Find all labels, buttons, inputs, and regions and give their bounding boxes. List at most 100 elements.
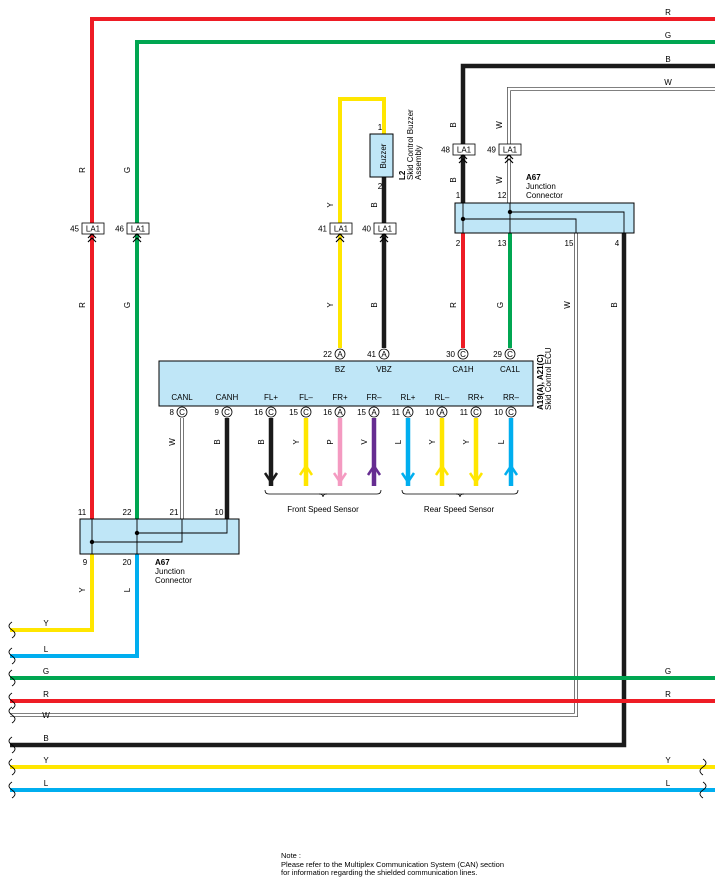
wire-color-label: B (370, 202, 379, 207)
harness-break-icon (8, 647, 16, 665)
front-sensor-bracket (264, 489, 382, 495)
wire-color-label: G (496, 302, 505, 308)
ecu-pin-conn: C (460, 350, 466, 359)
la1-connector: LA1 40 (362, 222, 397, 243)
wire-color-label: G (123, 302, 132, 308)
ecu-pin-number: 10 (494, 408, 503, 417)
wire-color-label: Y (665, 756, 671, 765)
wire-color-label: W (42, 711, 50, 720)
wire-color-label: Y (292, 439, 301, 445)
harness-break-icon (699, 758, 707, 776)
arrow-down-icon (263, 472, 279, 485)
ecu-pin-conn: A (337, 408, 343, 417)
junction-dot (460, 216, 466, 222)
wire-w-top (507, 87, 715, 203)
ecu-pin-connector-icon (368, 406, 380, 418)
junction-top-id: A67 (526, 173, 541, 182)
la1-label: LA1 (334, 225, 349, 234)
ecu-id: A19(A), A21(C) (536, 354, 545, 410)
note: Note : Please refer to the Multiplex Com… (281, 851, 505, 878)
harness-break-icon (8, 736, 16, 754)
ecu-pin-number: 11 (460, 408, 469, 417)
junction-bottom-trace (137, 519, 228, 534)
harness-break-icon (8, 781, 16, 799)
wire-r-top (90, 17, 715, 229)
wire-color-label: Y (326, 302, 335, 308)
wire-color-label: Y (43, 619, 49, 628)
ecu-pin-conn: C (507, 350, 513, 359)
note-line-1: Please refer to the Multiplex Communicat… (281, 859, 505, 869)
ecu-pin-name: FL– (299, 393, 313, 402)
rear-sensor-bracket-tip (455, 493, 465, 498)
junction-top-trace (510, 211, 625, 233)
wire-color-label: L (666, 779, 671, 788)
wire-color-label: G (665, 667, 671, 676)
la1-connector: LA1 45 (70, 222, 105, 243)
ecu-pin-name: FL+ (264, 393, 278, 402)
wire-color-label: L (497, 439, 506, 444)
junction-connector-bottom (79, 518, 240, 555)
arrow-up-icon (434, 463, 450, 476)
wire-color-label: B (610, 302, 619, 307)
junction-bottom-pin-11: 11 (78, 508, 87, 517)
ecu-pin-number: 9 (215, 408, 220, 417)
ecu-pin-number: 30 (446, 350, 455, 359)
wire-color-label: W (495, 121, 504, 129)
junction-top-pin-13: 13 (498, 239, 507, 248)
chevron-up-icon (504, 158, 514, 164)
arrow-up-icon (503, 463, 519, 476)
ecu-pin-name: CA1H (452, 365, 474, 374)
ecu-pin-name: BZ (335, 365, 345, 374)
front-speed-sensor-label: Front Speed Sensor (287, 505, 359, 514)
junction-top-trace (463, 218, 577, 233)
wire-b-pin4 (10, 233, 627, 748)
rear-speed-sensor-label: Rear Speed Sensor (424, 505, 495, 514)
wire-color-label: R (78, 302, 87, 308)
ecu-pin-conn: C (473, 408, 479, 417)
ecu-pin-connector-icon (176, 406, 188, 418)
wire-color-label: L (44, 645, 49, 654)
junction-bottom-name-line2: Connector (155, 576, 192, 585)
la1-label: LA1 (86, 225, 101, 234)
ecu-pin-connector-icon (334, 348, 346, 360)
harness-break-icon (8, 621, 16, 639)
ecu-pin-number: 29 (493, 350, 502, 359)
ecu-pin-connector-icon (300, 406, 312, 418)
la1-label: LA1 (378, 225, 393, 234)
skid-control-ecu (158, 360, 534, 407)
junction-bottom-pin-20: 20 (123, 558, 132, 567)
wire-color-label: W (495, 176, 504, 184)
ecu-pin-conn: C (303, 408, 309, 417)
arrow-up-icon (366, 463, 382, 476)
ecu-pin-connector-icon (221, 406, 233, 418)
junction-top-pin-2: 2 (456, 239, 461, 248)
ecu-pin-connector-icon (457, 348, 469, 360)
wire-color-label: R (665, 690, 671, 699)
arrow-down-icon (468, 472, 484, 485)
la1-label: LA1 (503, 146, 518, 155)
ecu-pin-number: 11 (392, 408, 401, 417)
la1-label: LA1 (131, 225, 146, 234)
ecu-pin-conn: C (508, 408, 514, 417)
harness-break-icon (8, 692, 16, 710)
ecu-pin-number: 16 (323, 408, 332, 417)
ecu-pin-connector-icon (378, 348, 390, 360)
chevron-up-icon (132, 237, 142, 243)
wire-color-label: W (664, 78, 672, 87)
ecu-pin-conn: A (381, 350, 387, 359)
ecu-pin-name: RR+ (468, 393, 485, 402)
ecu-pin-conn: A (337, 350, 343, 359)
buzzer-pin-2: 2 (378, 182, 383, 191)
ecu-pin-number: 10 (425, 408, 434, 417)
junction-bottom-pin-9: 9 (83, 558, 88, 567)
la1-pin-number: 40 (362, 225, 371, 234)
ecu-pin-name: RL– (435, 393, 450, 402)
wire-color-label: R (43, 690, 49, 699)
la1-pin-number: 45 (70, 225, 79, 234)
la1-label: LA1 (457, 146, 472, 155)
ecu-pin-number: 15 (357, 408, 366, 417)
chevron-up-icon (132, 233, 142, 239)
